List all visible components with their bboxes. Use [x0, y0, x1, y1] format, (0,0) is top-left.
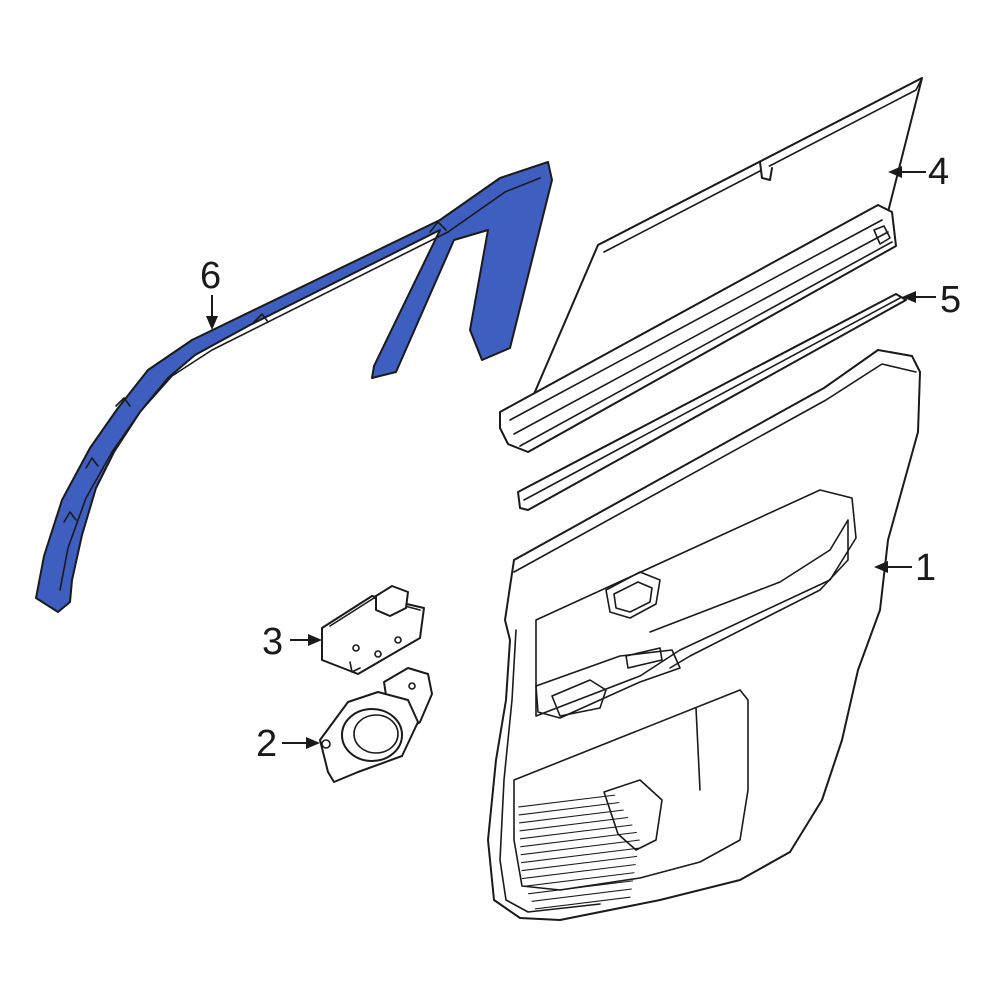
frame-weatherstrip-clip-5	[429, 221, 447, 233]
armrest-bolster	[649, 519, 849, 669]
inside-handle-part	[319, 667, 433, 783]
frame-weatherstrip-clip-2	[85, 457, 99, 469]
callout-2-arrowhead	[306, 737, 320, 749]
sunshade-hook	[759, 161, 773, 181]
inside-handle-bracket-hole	[408, 682, 416, 690]
inside-handle-lever	[341, 708, 403, 762]
callout-6: 6	[200, 255, 221, 330]
callout-6-arrowhead	[206, 316, 218, 330]
callout-2-label: 2	[256, 723, 277, 765]
window-switch-screw-hole-2	[374, 650, 382, 658]
handle-bezel-recess	[551, 679, 607, 717]
window-switch-screw-hole-3	[394, 636, 402, 644]
window-switch-tab	[349, 661, 361, 673]
callout-2: 2	[256, 723, 320, 765]
handle-opening-inner	[613, 581, 653, 613]
frame-weatherstrip-edge-line	[59, 177, 541, 591]
armrest-switch-slot	[625, 647, 663, 669]
sunshade-roller-line-1	[509, 219, 883, 421]
callout-1: 1	[874, 547, 936, 589]
callout-3-arrowhead	[308, 634, 322, 646]
frame-weatherstrip-clip-1	[115, 397, 131, 407]
callout-3-label: 3	[262, 621, 283, 663]
map-pocket-divider	[695, 707, 701, 791]
inside-handle-lever-inner	[353, 714, 399, 754]
callout-5-arrowhead	[902, 291, 916, 303]
callout-4-arrowhead	[888, 166, 902, 178]
sunshade-roller-line-2	[513, 231, 889, 435]
frame-weatherstrip-body	[35, 161, 553, 613]
callout-5: 5	[902, 279, 961, 321]
belt-weatherstrip-body	[517, 293, 907, 511]
frame-weatherstrip-part	[35, 161, 553, 613]
belt-weatherstrip-groove	[523, 297, 901, 501]
door-pull-cup	[603, 779, 663, 851]
frame-weatherstrip-clip-3	[63, 511, 77, 523]
door-trim-panel-body	[487, 349, 921, 921]
callout-1-arrowhead	[874, 561, 888, 573]
sunshade-end-cap	[873, 225, 891, 245]
door-trim-panel-top-rail	[513, 363, 917, 573]
sunshade-part	[499, 77, 923, 453]
callout-6-label: 6	[200, 255, 221, 297]
handle-opening-outline	[605, 571, 661, 619]
callout-4: 4	[888, 151, 949, 193]
door-trim-panel-part	[487, 349, 921, 921]
sunshade-roller-line-3	[519, 241, 893, 447]
window-switch-part	[321, 585, 425, 675]
lower-pocket-outline	[513, 689, 749, 891]
window-switch-screw-hole-1	[352, 644, 360, 652]
window-switch-button	[375, 585, 409, 617]
inside-handle-mount-hole	[321, 739, 331, 749]
sunshade-roller-housing	[499, 204, 897, 453]
callout-5-label: 5	[940, 279, 961, 321]
belt-weatherstrip-part	[517, 293, 907, 511]
door-trim-panel-outer-flange	[499, 629, 601, 913]
callout-3: 3	[262, 621, 322, 663]
frame-weatherstrip-clip-4	[253, 313, 269, 323]
callout-4-label: 4	[928, 151, 949, 193]
callout-1-label: 1	[915, 547, 936, 589]
speaker-grille	[518, 791, 640, 913]
